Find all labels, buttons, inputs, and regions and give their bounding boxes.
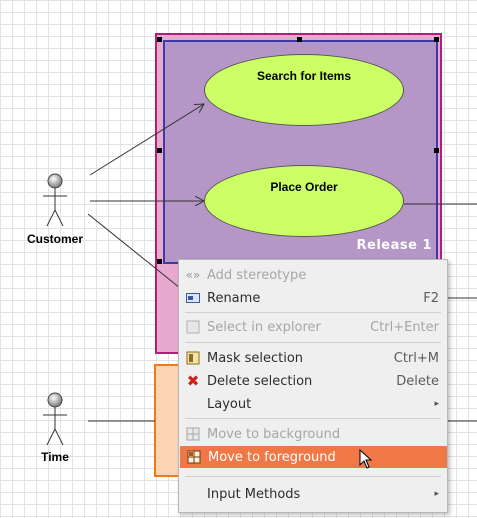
submenu-arrow-icon: ▸	[434, 399, 439, 409]
menu-item-input-methods[interactable]: Input Methods ▸	[207, 486, 439, 502]
menu-item-layout[interactable]: Layout ▸	[207, 396, 439, 412]
actor-customer-figure	[43, 173, 67, 227]
menu-item-delete-selection[interactable]: ✖ Delete selection Delete	[186, 372, 439, 390]
context-menu: «» Add stereotype Rename F2 Select in ex…	[178, 259, 448, 513]
menu-separator	[185, 342, 441, 343]
usecase-label: Place Order	[270, 180, 338, 194]
mask-icon	[185, 350, 201, 366]
usecase-search-for-items[interactable]: Search for Items	[204, 54, 404, 126]
menu-item-mask-selection[interactable]: Mask selection Ctrl+M	[179, 347, 447, 369]
selection-handle[interactable]	[157, 259, 162, 264]
boundary-label: Release 1	[356, 238, 432, 253]
menu-item-move-to-foreground[interactable]: Move to foreground	[180, 446, 447, 468]
association-customer-search	[89, 104, 204, 176]
selection-handle[interactable]	[434, 37, 439, 42]
select-explorer-icon	[185, 319, 201, 335]
move-foreground-icon	[186, 449, 202, 465]
delete-icon: ✖	[186, 372, 200, 390]
usecase-place-order[interactable]: Place Order	[204, 165, 404, 237]
selection-handle[interactable]	[157, 37, 162, 42]
actor-time-label: Time	[41, 450, 69, 464]
selection-handle[interactable]	[297, 37, 302, 42]
actor-customer-label: Customer	[26, 232, 83, 246]
stereotype-icon: «»	[185, 268, 201, 282]
association-customer-other	[87, 213, 181, 289]
usecase-label: Search for Items	[256, 69, 352, 83]
selection-handle[interactable]	[434, 148, 439, 153]
menu-separator	[185, 476, 441, 477]
menu-item-move-to-background[interactable]: Move to background	[179, 423, 447, 445]
actor-time-figure	[43, 392, 67, 446]
move-background-icon	[185, 426, 201, 442]
rename-icon	[185, 290, 201, 306]
selection-handle[interactable]	[157, 148, 162, 153]
submenu-arrow-icon: ▸	[434, 489, 439, 499]
menu-item-select-in-explorer[interactable]: Select in explorer Ctrl+Enter	[179, 316, 447, 338]
menu-separator	[185, 312, 441, 313]
menu-separator	[185, 418, 441, 419]
menu-item-rename[interactable]: Rename F2	[179, 287, 447, 309]
mouse-cursor-icon	[359, 449, 373, 469]
menu-item-add-stereotype[interactable]: «» Add stereotype	[185, 267, 307, 283]
